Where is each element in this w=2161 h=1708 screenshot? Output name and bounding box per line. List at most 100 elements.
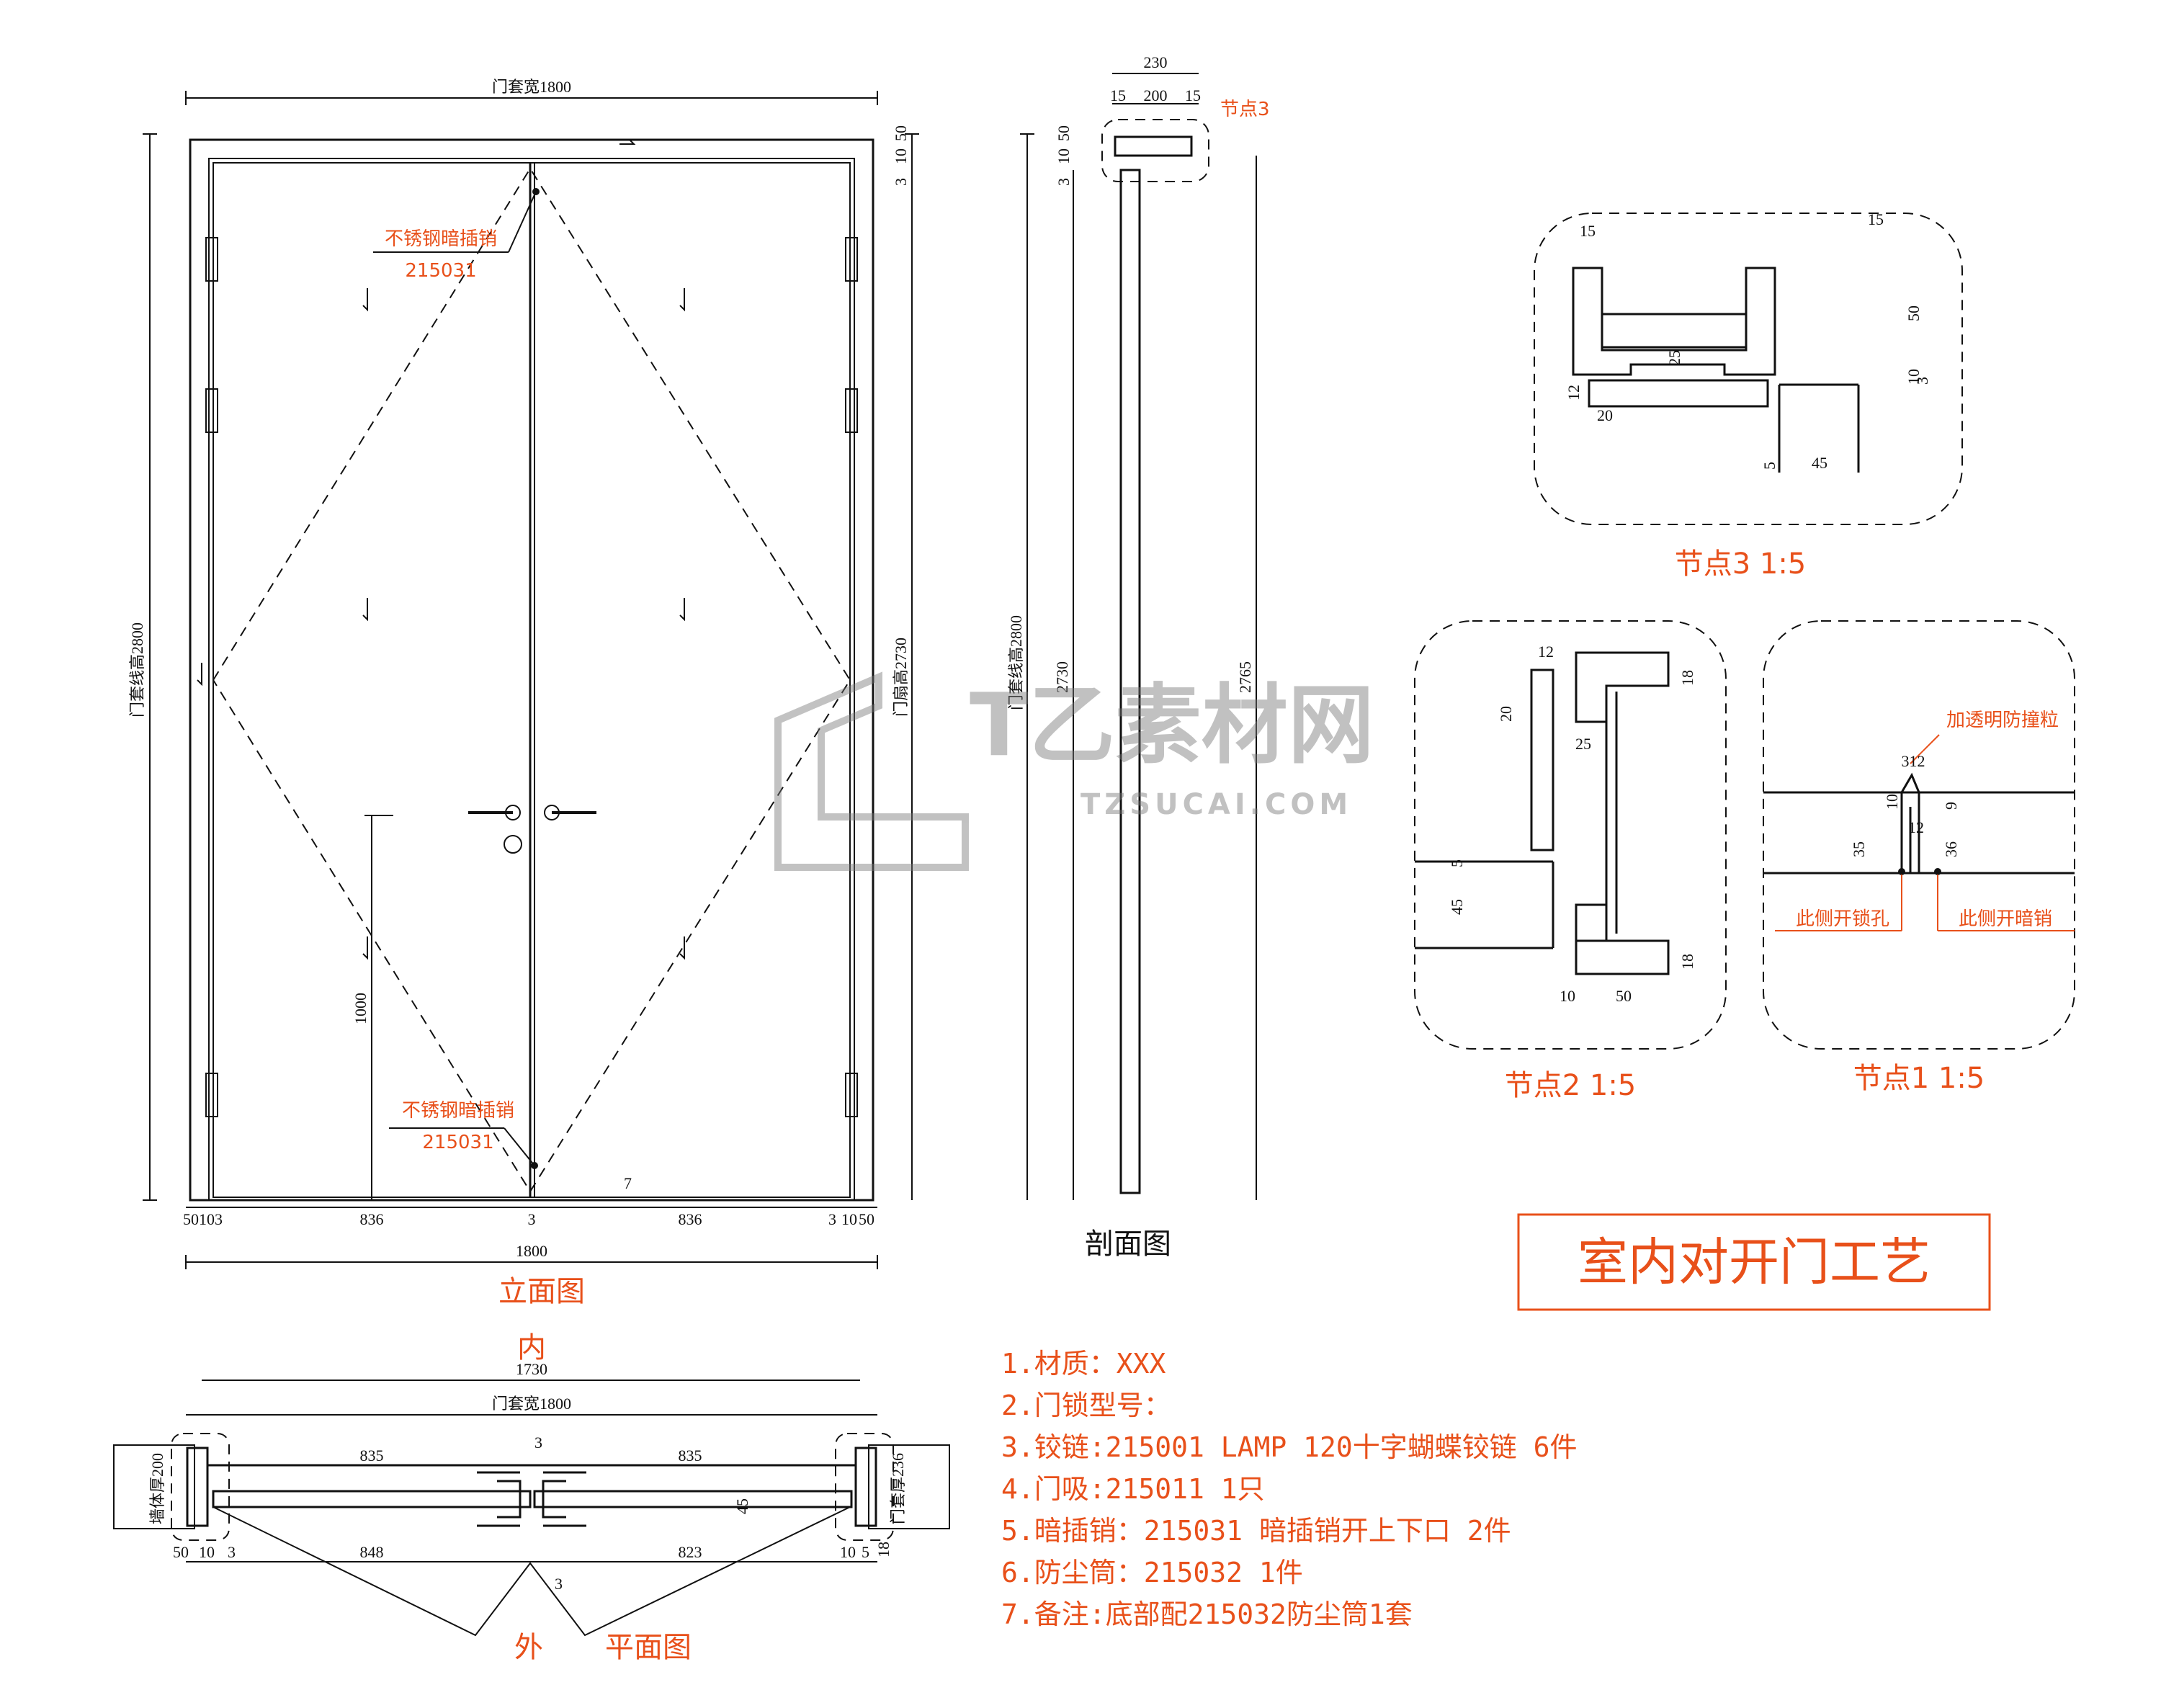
elev-bottom-3a: 3 [215,1210,223,1228]
node3-d50: 50 [1905,305,1923,321]
section-view: 230 15 200 15 节点3 门套线高2800 2730 2765 3 1… [1007,53,1270,1261]
node1-d35: 35 [1850,841,1868,857]
elev-top-dim-10: 10 [892,148,910,164]
grain-arrow-icons [197,139,685,960]
node2-d12: 12 [1538,643,1554,661]
note-7: 7.备注:底部配215032防尘筒1套 [1001,1599,1413,1630]
elev-bottom-50a: 50 [183,1210,199,1228]
node3-d15b: 15 [1868,210,1884,228]
plan-d835a: 835 [360,1447,384,1465]
plan-frame-width: 门套宽1800 [492,1395,571,1413]
elev-gap-7: 7 [624,1174,632,1192]
node2-d18b: 18 [1678,954,1696,970]
note-5: 5.暗插销：215031 暗插销开上下口 2件 [1001,1515,1511,1547]
note-3: 3.铰链:215001 LAMP 120十字蝴蝶铰链 6件 [1001,1431,1578,1463]
section-h2730: 2730 [1053,661,1071,693]
node2-detail: 12 18 20 25 5 45 18 10 50 节点2 1:5 [1414,620,1727,1102]
section-node-label: 节点3 [1220,99,1270,120]
node3-d25: 25 [1665,350,1683,366]
handle-height-dim: 1000 [352,993,370,1024]
node2-d10: 10 [1560,987,1575,1005]
plan-b848: 848 [360,1543,384,1561]
section-top-10: 10 [1055,148,1073,164]
section-w15a: 15 [1110,86,1126,104]
elev-frame-height: 门套线高2800 [128,622,146,717]
watermark-url: TZSUCAI.COM [1080,788,1352,821]
note-6: 6.防尘筒：215032 1件 [1001,1557,1303,1588]
drawing-title: 室内对开门工艺 [1578,1233,1930,1292]
plan-d835b: 835 [679,1447,702,1465]
node2-d18a: 18 [1678,670,1696,686]
plan-inside-label: 内 [517,1331,546,1364]
section-leaf [1119,169,1141,1194]
node3-d45: 45 [1812,454,1827,472]
notes-list: 1.材质：XXX 2.门锁型号： 3.铰链:215001 LAMP 120十字蝴… [1001,1348,1578,1630]
wall-right [868,1444,950,1529]
node3-caption: 节点3 1:5 [1675,547,1807,581]
node2-d45: 45 [1448,899,1466,915]
plan-wall-left: 墙体厚200 [148,1453,166,1524]
plan-d3b: 3 [555,1575,563,1593]
elevation-view: 门套宽1800 [128,78,919,1308]
watermark: T乙素材网 TZSUCAI.COM [774,671,1374,871]
watermark-logo-icon [774,671,969,871]
section-top-3: 3 [1055,178,1073,186]
elev-bottom-50b: 50 [859,1210,874,1228]
plan-d3: 3 [534,1434,542,1452]
elevation-caption: 立面图 [498,1275,585,1308]
section-w200: 200 [1144,86,1168,104]
plan-b10: 10 [199,1543,215,1561]
hinge-icon [205,237,858,1117]
section-w230: 230 [1144,53,1168,71]
section-w15b: 15 [1185,86,1201,104]
plan-b50: 50 [173,1543,189,1561]
plan-w1730: 1730 [516,1360,547,1378]
elev-top-dim-3: 3 [892,178,910,186]
node1-d36: 36 [1942,841,1960,857]
bolt-code-bottom: 215031 [422,1132,493,1153]
bolt-callout-top: 不锈钢暗插销 215031 [373,188,540,282]
plan-b10b: 10 [840,1543,856,1561]
node3-d12: 12 [1565,385,1583,401]
node3-d5: 5 [1760,462,1779,470]
node3-d10: 10 [1905,369,1923,385]
bolt-label-bottom: 不锈钢暗插销 [402,1100,514,1122]
plan-d18: 18 [874,1542,892,1557]
note-2: 2.门锁型号： [1001,1390,1171,1421]
plan-caption: 平面图 [605,1631,692,1664]
plan-view: 内 1730 门套宽1800 835 835 3 45 墙体厚200 门套厚23… [113,1331,950,1664]
door-handle-icon [468,805,596,854]
elev-bottom-836a: 836 [360,1210,384,1228]
node3-d20: 20 [1597,406,1613,424]
plan-leaf-right [533,1490,853,1508]
node3-d15a: 15 [1580,222,1596,240]
elev-bottom-10a: 10 [199,1210,215,1228]
wall-left [113,1444,195,1529]
node2-d5: 5 [1448,859,1466,867]
node1-lock-side: 此侧开锁孔 [1796,908,1889,930]
node2-d50: 50 [1616,987,1632,1005]
node1-bumper: 加透明防撞粒 [1946,710,2059,731]
node1-d10: 10 [1883,794,1901,810]
watermark-brand: T乙素材网 [970,676,1374,776]
plan-b823: 823 [679,1543,702,1561]
title-block: 室内对开门工艺 [1517,1213,1991,1311]
note-4: 4.门吸:215011 1只 [1001,1473,1265,1505]
section-caption: 剖面图 [1085,1228,1171,1261]
node3-callout-box [1101,119,1209,182]
frame-inner [208,158,855,1201]
node1-d12: 12 [1908,818,1924,836]
section-frame-height: 门套线高2800 [1007,615,1025,710]
note-1: 1.材质：XXX [1001,1348,1166,1380]
bolt-callout-bottom: 不锈钢暗插销 215031 [389,1100,538,1169]
node2-d25: 25 [1575,735,1591,753]
elev-total: 1800 [516,1242,547,1260]
plan-d45: 45 [733,1498,751,1514]
bolt-label-top: 不锈钢暗插销 [385,228,497,250]
section-h2765: 2765 [1236,661,1254,693]
plan-handle-icon [477,1471,586,1527]
node1-detail: 加透明防撞粒 312 10 9 35 12 36 此侧开锁孔 此侧开暗销 节点1… [1763,620,2075,1095]
plan-outside-label: 外 [514,1631,543,1664]
elev-bottom-3b: 3 [528,1210,536,1228]
